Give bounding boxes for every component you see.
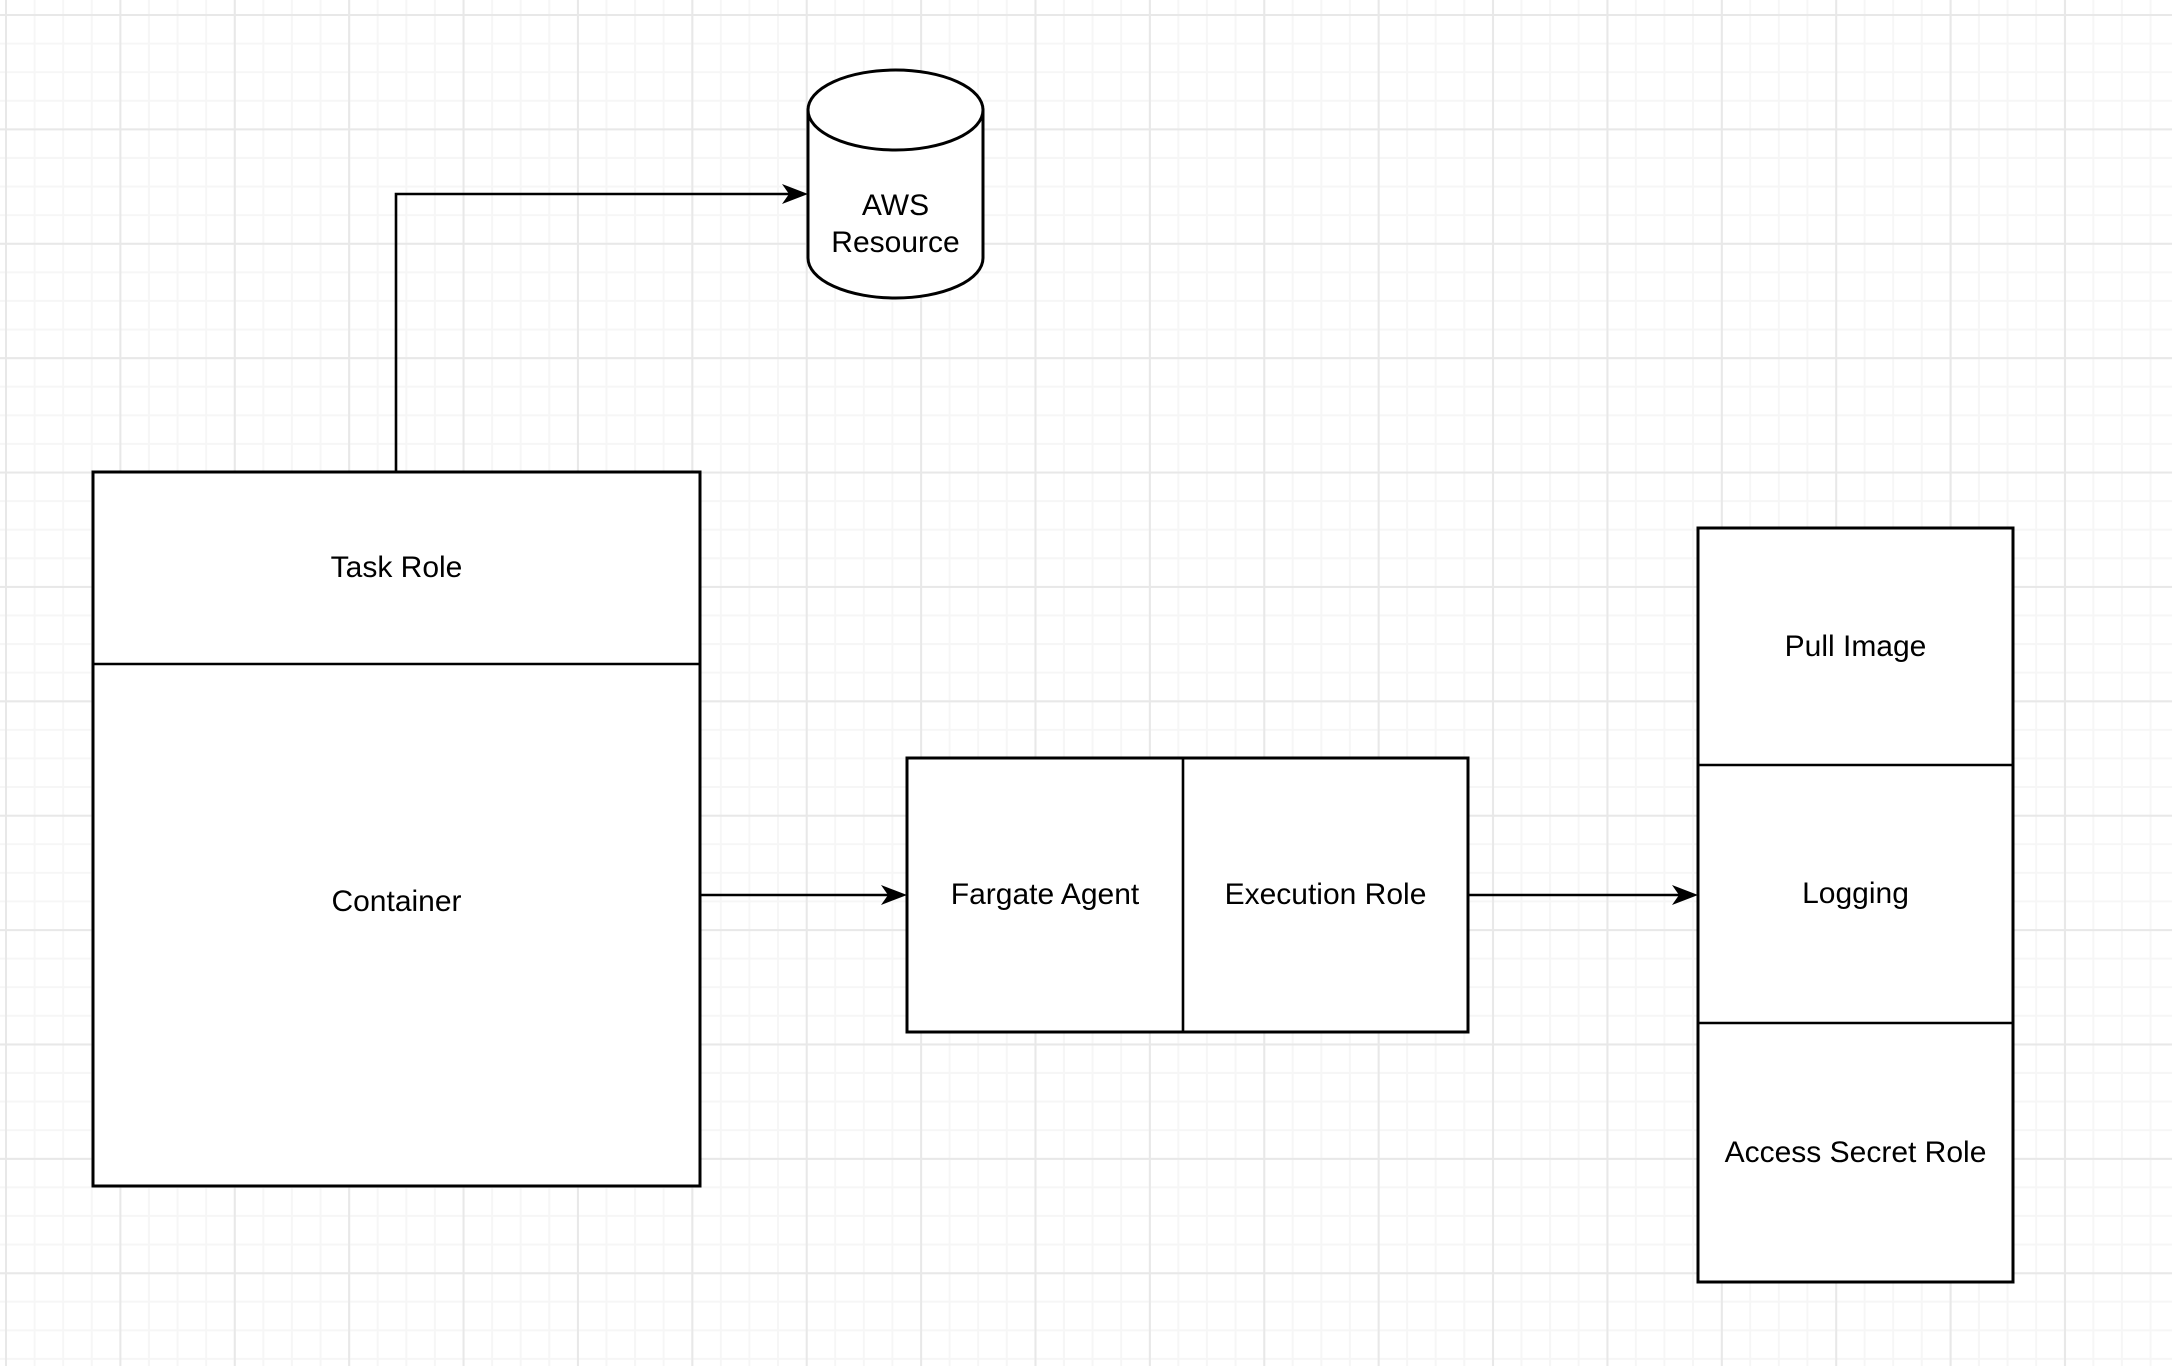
permissions-stack-box[interactable]	[1696, 526, 2015, 1284]
cylinder-body	[806, 108, 985, 300]
fargate-execution-box[interactable]	[905, 756, 1470, 1034]
task-role-container-box[interactable]	[91, 470, 702, 1188]
edge-container-to-fargate-agent[interactable]	[701, 885, 907, 905]
edge-execution-role-to-logging[interactable]	[1469, 885, 1698, 905]
cylinder-top	[806, 68, 985, 152]
arrowhead-right-icon	[782, 184, 808, 204]
aws-resource-cylinder[interactable]	[806, 68, 985, 300]
task-role-container-group[interactable]	[91, 470, 702, 1188]
execution-role-permissions-stack[interactable]	[1696, 526, 2015, 1284]
fargate-execution-group[interactable]	[905, 756, 1470, 1034]
arrowhead-right-icon	[881, 885, 907, 905]
edge-task-role-to-aws-resource[interactable]	[394, 184, 808, 471]
arrowhead-right-icon	[1672, 885, 1698, 905]
